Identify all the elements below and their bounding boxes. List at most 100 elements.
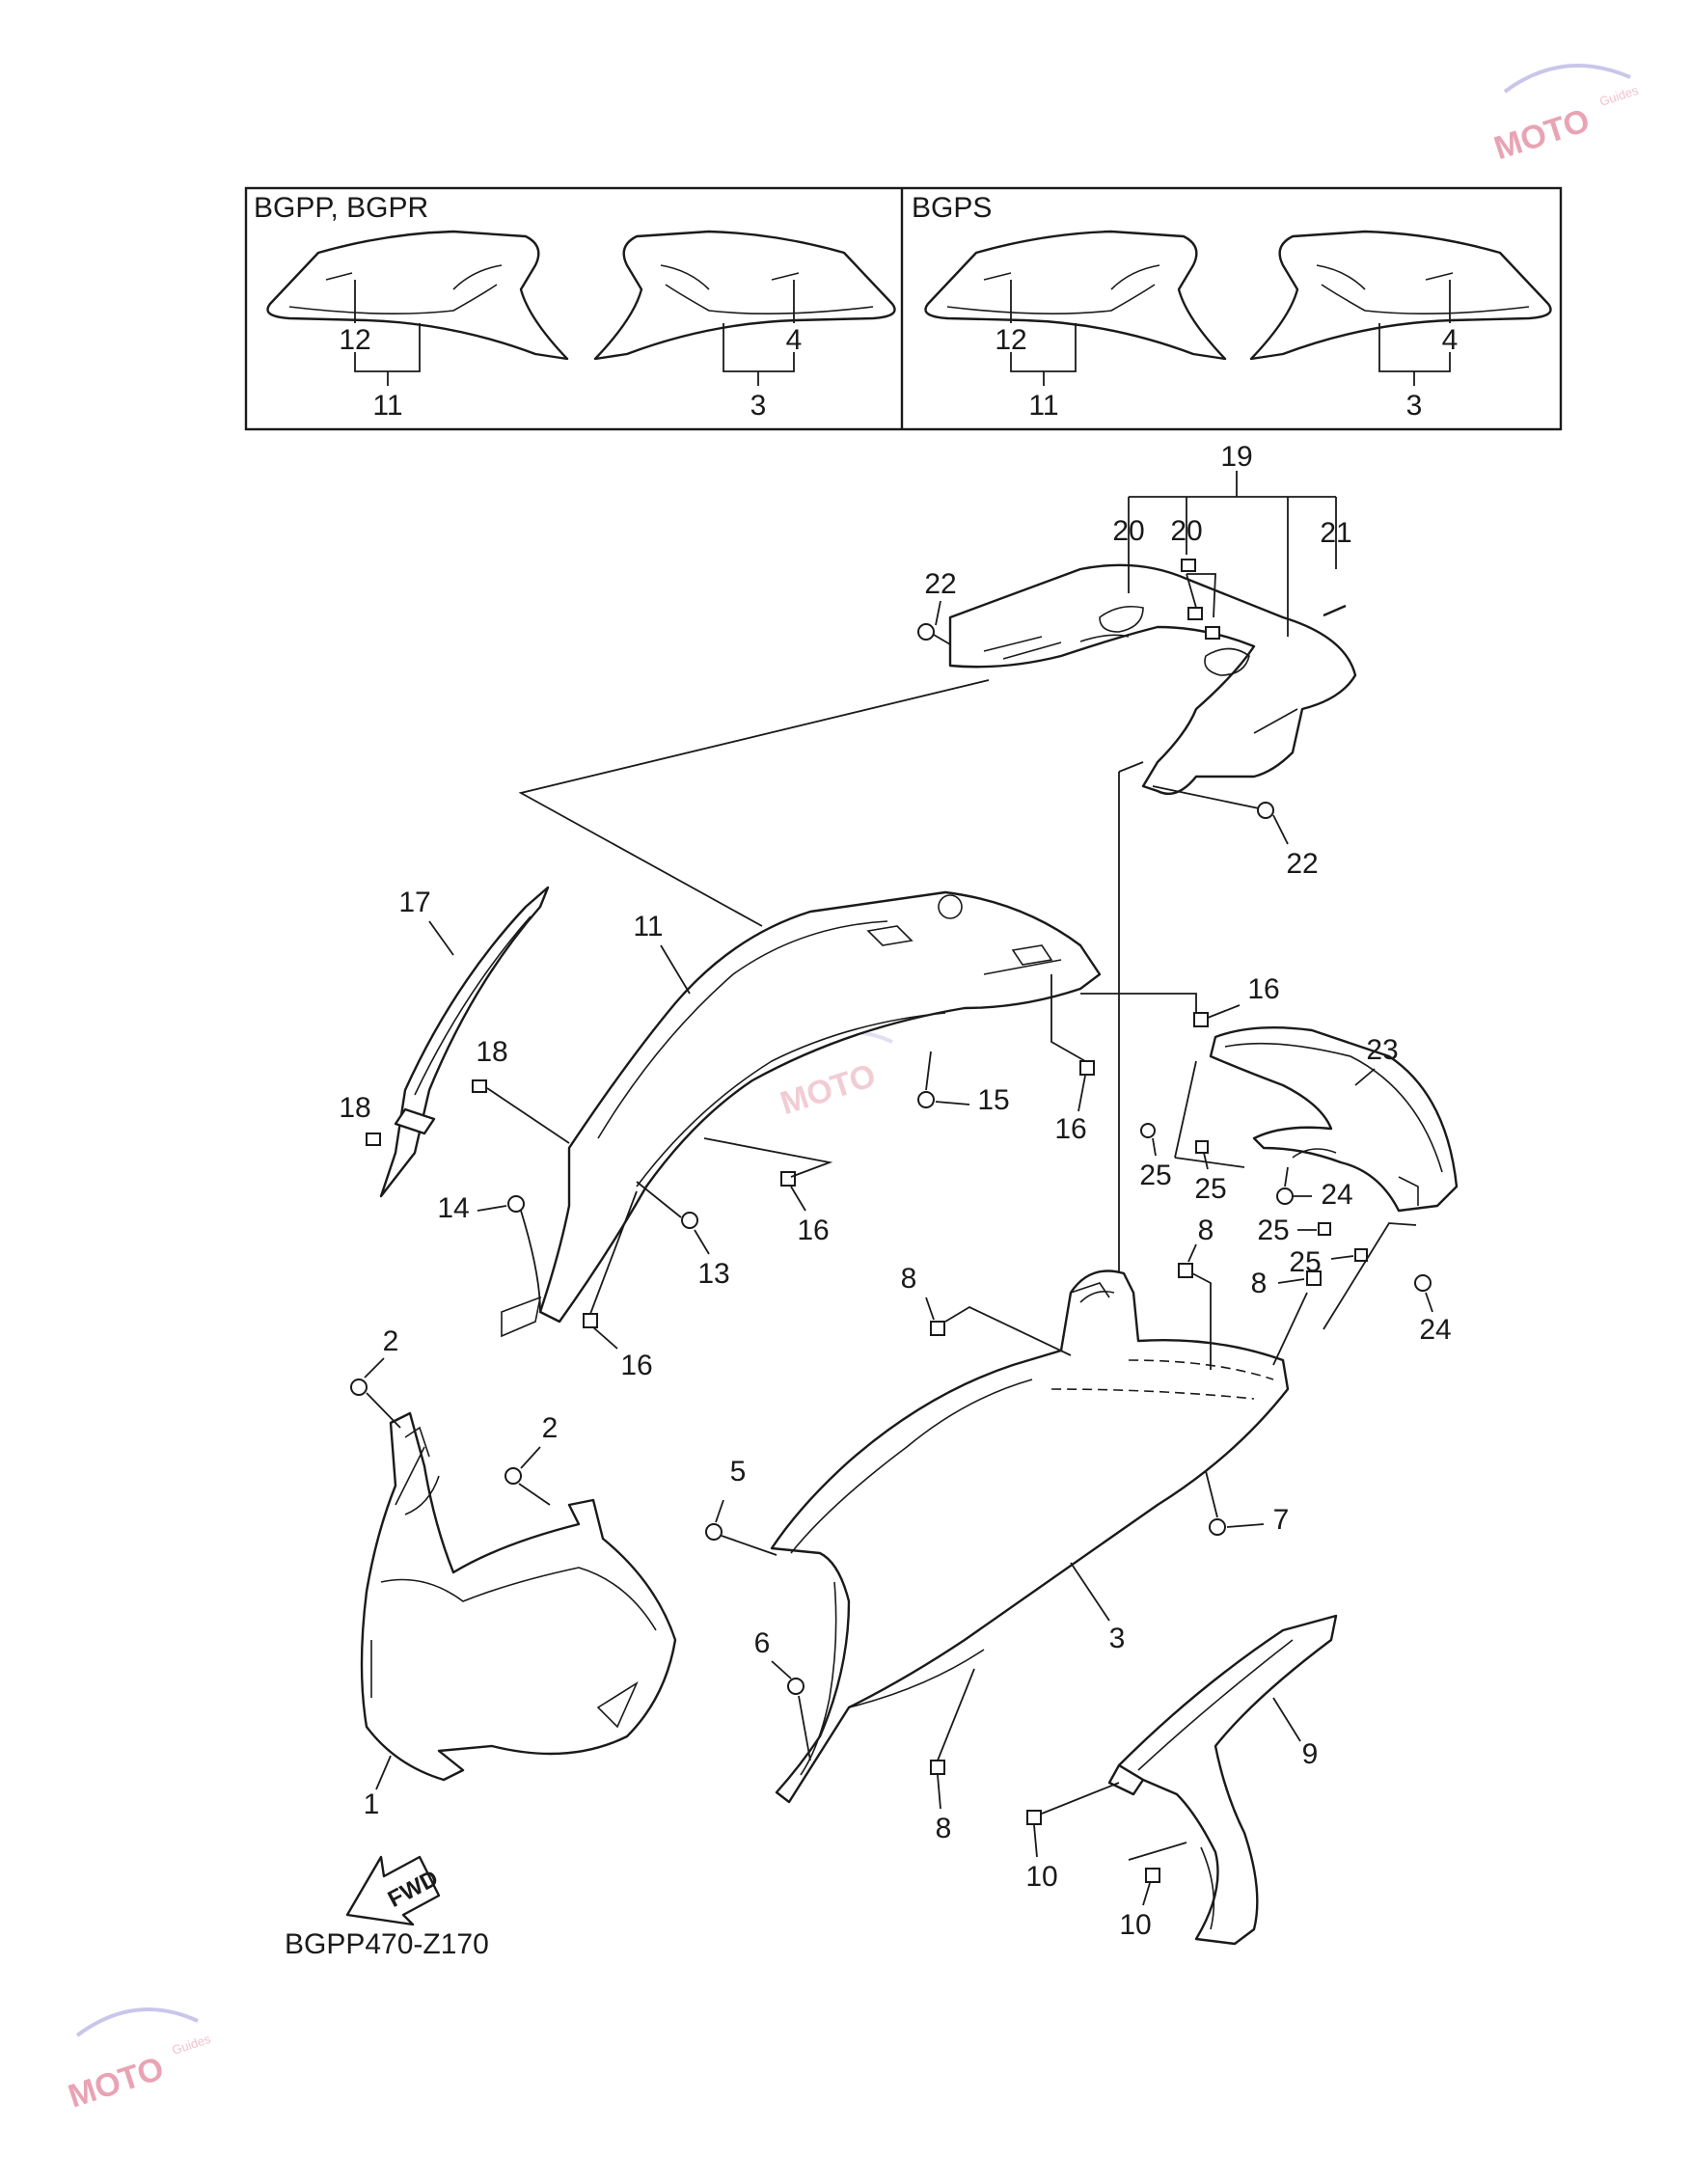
- side-cover-right-silhouette: [593, 230, 896, 361]
- screw-15-icon: [917, 1091, 935, 1108]
- screw-22b-icon: [1257, 802, 1274, 819]
- screw-13-icon: [681, 1212, 698, 1229]
- callout-13: 13: [697, 1258, 729, 1290]
- variant-box: BGPP, BGPR 12 11 4 3 BGPS: [244, 186, 1563, 431]
- callout-14: 14: [437, 1192, 469, 1224]
- clip-25d-icon: [1354, 1248, 1368, 1262]
- screw-25a-icon: [1140, 1123, 1156, 1138]
- callout-21: 21: [1320, 517, 1351, 549]
- callout-16a: 16: [1247, 973, 1279, 1005]
- callout-10a: 10: [1025, 1861, 1057, 1893]
- clip-20c-icon: [1205, 626, 1220, 640]
- callout-3: 3: [1109, 1623, 1126, 1654]
- callout-23: 23: [1366, 1034, 1398, 1066]
- callout-24b: 24: [1419, 1314, 1451, 1346]
- callout-11: 11: [633, 911, 663, 942]
- svg-text:MOTO: MOTO: [1489, 102, 1594, 167]
- callout-16d: 16: [620, 1350, 652, 1381]
- clip-16c-icon: [780, 1171, 796, 1187]
- callout-10b: 10: [1119, 1909, 1151, 1941]
- svg-text:MOTO: MOTO: [776, 1057, 880, 1122]
- panel2-callout-4: 4: [1442, 324, 1459, 356]
- clip-8b-icon: [1178, 1263, 1193, 1278]
- clip-20b-icon: [1187, 607, 1203, 620]
- watermark-logo-top: MOTO Guides: [1489, 64, 1641, 167]
- callout-18a: 18: [476, 1036, 507, 1068]
- svg-text:MOTO: MOTO: [64, 2050, 168, 2115]
- callout-7: 7: [1273, 1504, 1290, 1536]
- lower-trim-part-9: [1107, 1614, 1338, 1946]
- callout-5: 5: [730, 1456, 747, 1488]
- callout-20b: 20: [1170, 515, 1202, 547]
- callout-2b: 2: [542, 1412, 559, 1444]
- callout-22a: 22: [924, 568, 956, 600]
- callout-15: 15: [977, 1084, 1009, 1116]
- screw-7-icon: [1209, 1518, 1226, 1536]
- clip-25b-icon: [1195, 1140, 1209, 1154]
- clip-25c-icon: [1318, 1222, 1331, 1236]
- side-cover-left-silhouette: [266, 230, 569, 361]
- panel1-callout-11: 11: [372, 390, 402, 422]
- side-cover-left-silhouette-2: [924, 230, 1227, 361]
- callout-25b: 25: [1194, 1173, 1226, 1205]
- clip-18b-icon: [366, 1133, 381, 1146]
- panel2-callout-3: 3: [1406, 390, 1423, 422]
- callout-8b: 8: [1198, 1215, 1214, 1246]
- clip-18a-icon: [472, 1079, 487, 1093]
- callout-8a: 8: [901, 1263, 917, 1295]
- callout-25c: 25: [1257, 1215, 1289, 1246]
- screw-22a-icon: [917, 623, 935, 641]
- trim-strip-part-17: [379, 886, 550, 1198]
- screw-2b-icon: [505, 1467, 522, 1485]
- callout-17: 17: [398, 887, 430, 918]
- callout-22b: 22: [1286, 848, 1318, 880]
- clip-16b-icon: [1079, 1060, 1095, 1076]
- side-cover-lower-part-3: [770, 1269, 1290, 1804]
- callout-25a: 25: [1139, 1160, 1171, 1191]
- svg-text:Guides: Guides: [1597, 83, 1640, 109]
- variant-label-1: BGPP, BGPR: [254, 192, 428, 224]
- callout-8c: 8: [1251, 1268, 1268, 1299]
- clip-8d-icon: [930, 1760, 945, 1775]
- callout-8d: 8: [936, 1813, 952, 1844]
- callout-2a: 2: [383, 1325, 399, 1357]
- panel2-callout-11: 11: [1028, 390, 1058, 422]
- panel1-callout-3: 3: [750, 390, 767, 422]
- emblem-strip-icon: [1323, 604, 1347, 617]
- callout-16c: 16: [797, 1215, 829, 1246]
- svg-text:Guides: Guides: [170, 2032, 212, 2058]
- clip-10a-icon: [1026, 1810, 1042, 1825]
- side-cover-upper-part-11: [538, 890, 1102, 1324]
- callout-18b: 18: [339, 1092, 370, 1124]
- watermark-logo-bottom: MOTO Guides: [64, 2007, 213, 2116]
- callout-16b: 16: [1054, 1113, 1086, 1145]
- screw-6-icon: [787, 1678, 805, 1695]
- variant-label-2: BGPS: [912, 192, 992, 224]
- panel1-callout-4: 4: [786, 324, 803, 356]
- callout-1: 1: [364, 1788, 380, 1820]
- panel1-callout-12: 12: [339, 324, 370, 356]
- screw-5-icon: [705, 1523, 723, 1541]
- callout-9: 9: [1302, 1738, 1319, 1770]
- clip-16a-icon: [1193, 1012, 1209, 1027]
- clip-10b-icon: [1145, 1868, 1160, 1883]
- rear-garnish-part-23: [1209, 1026, 1459, 1213]
- screw-2a-icon: [350, 1379, 368, 1396]
- callout-20a: 20: [1112, 515, 1144, 547]
- callout-6: 6: [754, 1627, 771, 1659]
- tail-cover-assembly: [948, 563, 1357, 796]
- clip-20a-icon: [1181, 559, 1196, 572]
- forward-direction-arrow: FWD: [345, 1855, 443, 1926]
- panel2-callout-12: 12: [995, 324, 1026, 356]
- bolt-24b-icon: [1414, 1274, 1432, 1292]
- callout-19: 19: [1220, 441, 1252, 473]
- clip-16d-icon: [583, 1313, 598, 1328]
- front-cover-part-1: [360, 1411, 677, 1782]
- clip-8c-icon: [1306, 1270, 1322, 1286]
- clip-8a-icon: [930, 1321, 945, 1336]
- figure-code: BGPP470-Z170: [285, 1928, 489, 1960]
- side-cover-right-silhouette-2: [1249, 230, 1552, 361]
- screw-14-icon: [507, 1195, 525, 1213]
- bolt-24a-icon: [1276, 1188, 1294, 1205]
